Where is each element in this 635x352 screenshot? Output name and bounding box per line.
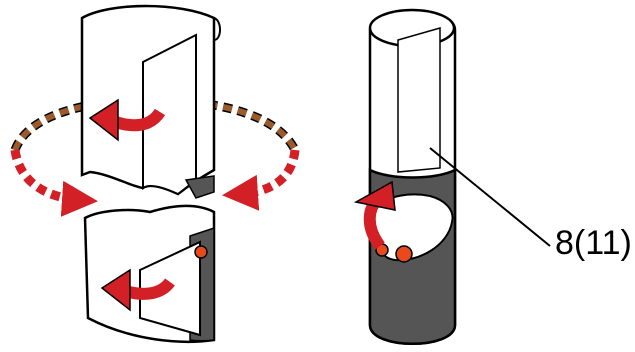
upper-tube-shade: [184, 175, 215, 199]
right-tube-assembly: [353, 8, 551, 345]
callout-label: 8(11): [555, 224, 632, 262]
right-tube-inner-panel: [397, 27, 441, 173]
lower-rotate-arrow-head: [100, 268, 131, 312]
right-rotate-arrow-head: [353, 180, 396, 211]
right-locking-dot-b: [395, 245, 413, 263]
rotation-ring-front: [10, 149, 98, 217]
upper-rotate-arrow-head: [88, 98, 119, 142]
upper-tube-edge: [213, 17, 221, 41]
callout-leader-line: [429, 147, 551, 247]
rotation-ring-front-right: [222, 149, 300, 211]
left-tube-assembly: [10, 4, 300, 344]
left-locking-dot: [194, 245, 208, 259]
